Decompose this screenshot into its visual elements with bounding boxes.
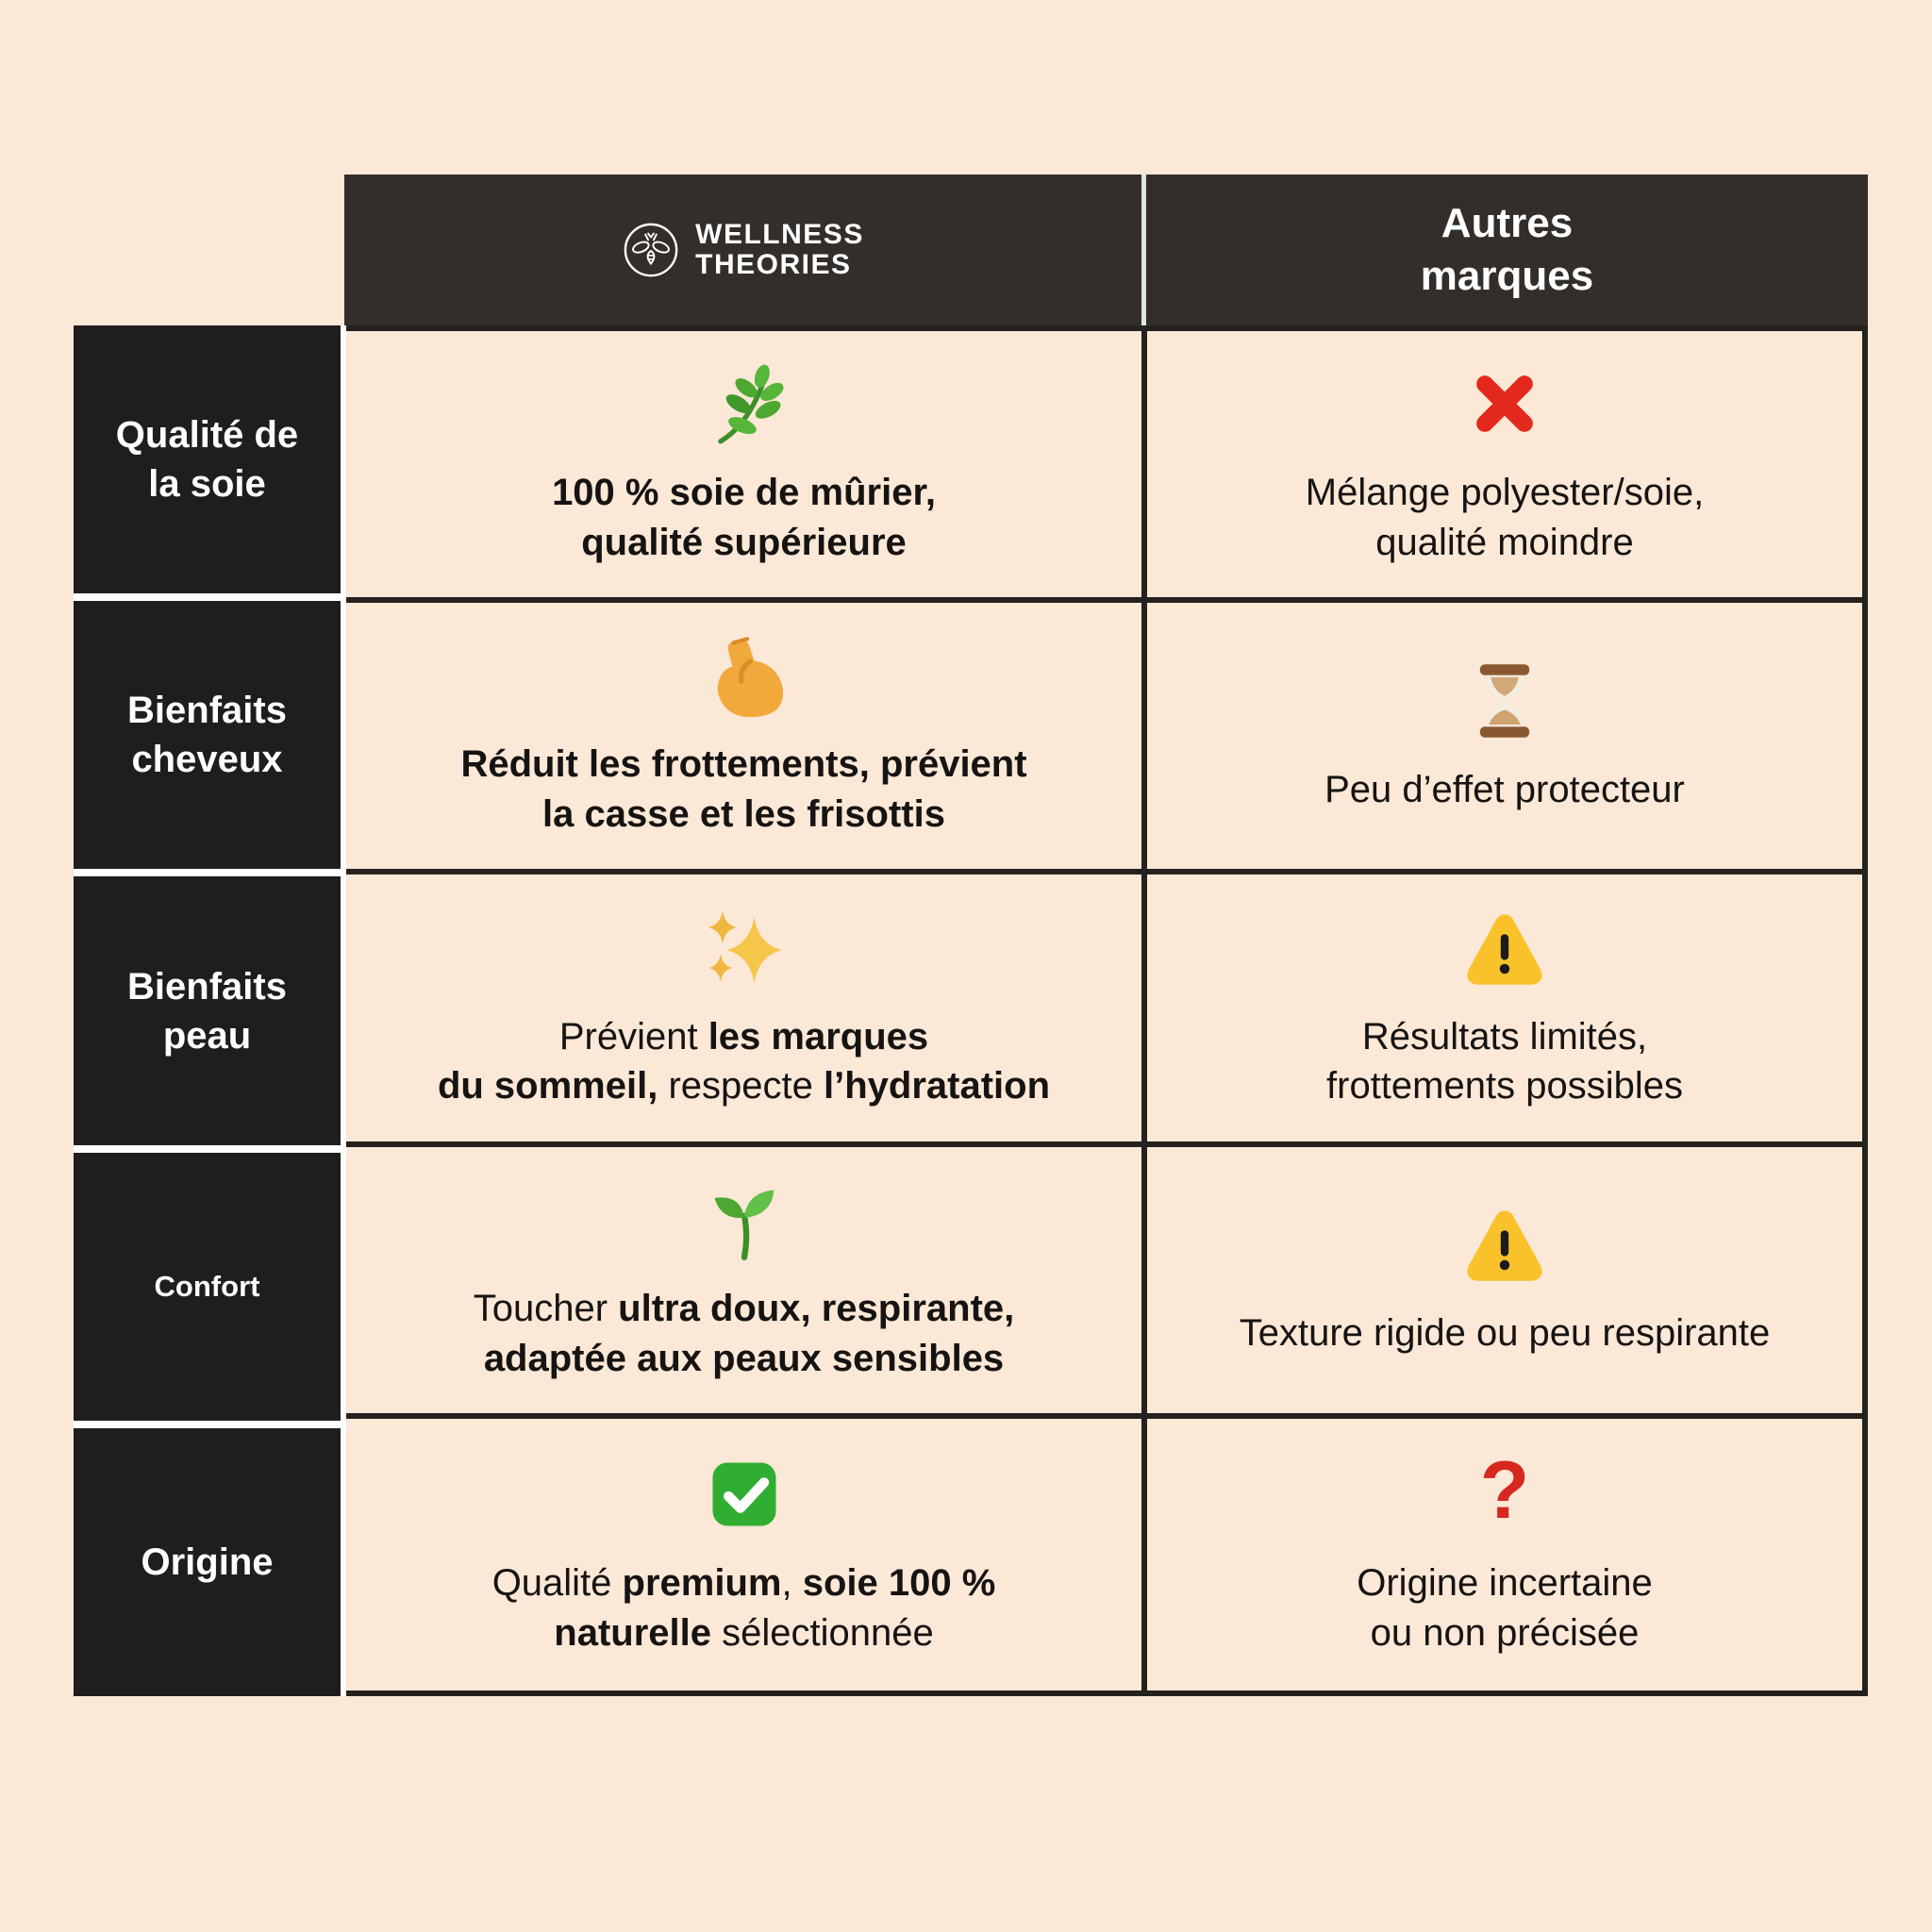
brand-text-origine: Qualité premium, soie 100 % naturelle sé… xyxy=(491,1562,996,1654)
brand-cell-bienfaits-peau: Prévient les marques du sommeil, respect… xyxy=(346,874,1147,1147)
question-icon xyxy=(1463,1451,1546,1538)
check-icon xyxy=(703,1451,786,1538)
warning-icon xyxy=(1463,905,1546,991)
brand-name: WELLNESS THEORIES xyxy=(695,218,864,280)
header-divider xyxy=(1141,175,1146,325)
row-label-qualite-de-la-soie: Qualité de la soie xyxy=(74,325,341,594)
row-label-origine: Origine xyxy=(74,1427,341,1697)
brand-cell-origine: Qualité premium, soie 100 % naturelle sé… xyxy=(346,1418,1147,1690)
brand-text-bienfaits-cheveux: Réduit les frottements, prévient la cass… xyxy=(460,743,1027,836)
comparison-table-body: 100 % soie de mûrier, qualité supérieure… xyxy=(346,325,1868,1696)
others-text-bienfaits-peau: Résultats limités, frottements possibles xyxy=(1326,1015,1683,1108)
brand-text-qualite-soie: 100 % soie de mûrier, qualité supérieure xyxy=(552,472,936,564)
brand-name-line1: WELLNESS xyxy=(695,218,864,250)
biceps-icon xyxy=(703,632,786,719)
others-text-bienfaits-cheveux: Peu d’effet protecteur xyxy=(1324,768,1685,810)
others-text-confort: Texture rigide ou peu respirante xyxy=(1239,1312,1771,1355)
header-brand-cell: WELLNESS THEORIES xyxy=(344,175,1141,325)
brand-cell-qualite-soie: 100 % soie de mûrier, qualité supérieure xyxy=(346,331,1147,604)
wellness-theories-logo: WELLNESS THEORIES xyxy=(622,218,864,280)
others-cell-origine: Origine incertaine ou non précisée xyxy=(1147,1419,1862,1690)
table-header: WELLNESS THEORIES Autres marques xyxy=(344,175,1868,325)
hourglass-icon xyxy=(1463,658,1546,744)
row-label-bienfaits-peau: Bienfaits peau xyxy=(74,876,341,1145)
others-cell-qualite-soie: Mélange polyester/soie, qualité moindre xyxy=(1147,331,1862,604)
sparkles-icon xyxy=(703,905,786,991)
herb-icon xyxy=(703,360,786,447)
others-cell-bienfaits-cheveux: Peu d’effet protecteur xyxy=(1147,603,1862,875)
others-cell-confort: Texture rigide ou peu respirante xyxy=(1147,1147,1862,1419)
row-label-bienfaits-cheveux: Bienfaits cheveux xyxy=(74,601,341,870)
brand-name-line2: THEORIES xyxy=(695,249,852,280)
header-competitor-cell: Autres marques xyxy=(1146,175,1868,325)
seedling-icon xyxy=(703,1176,786,1263)
cross-icon xyxy=(1463,360,1546,447)
criteria-label-column: Qualité de la soie Bienfaits cheveux Bie… xyxy=(74,325,346,1697)
brand-text-confort: Toucher ultra doux, respirante, adaptée … xyxy=(473,1287,1015,1379)
warning-icon xyxy=(1463,1201,1546,1288)
bee-icon xyxy=(624,223,678,277)
others-text-qualite-soie: Mélange polyester/soie, qualité moindre xyxy=(1305,472,1705,564)
others-text-origine: Origine incertaine ou non précisée xyxy=(1357,1562,1653,1654)
row-label-confort: Confort xyxy=(74,1152,341,1421)
brand-cell-confort: Toucher ultra doux, respirante, adaptée … xyxy=(346,1146,1147,1419)
brand-text-bienfaits-peau: Prévient les marques du sommeil, respect… xyxy=(437,1015,1051,1108)
brand-cell-bienfaits-cheveux: Réduit les frottements, prévient la cass… xyxy=(346,603,1147,875)
others-cell-bienfaits-peau: Résultats limités, frottements possibles xyxy=(1147,874,1862,1147)
